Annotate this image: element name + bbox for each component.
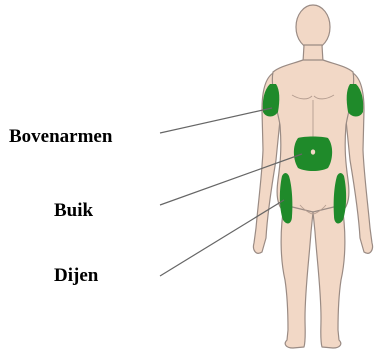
label-upper-arms: Bovenarmen	[9, 126, 113, 147]
leader-line-upper-arms	[160, 108, 272, 133]
label-abdomen: Buik	[54, 200, 94, 221]
navel	[311, 149, 315, 154]
leg-left	[281, 205, 313, 348]
head	[296, 5, 330, 49]
leg-right	[313, 205, 345, 348]
label-thighs: Dijen	[54, 265, 99, 286]
human-body-figure	[253, 5, 372, 348]
